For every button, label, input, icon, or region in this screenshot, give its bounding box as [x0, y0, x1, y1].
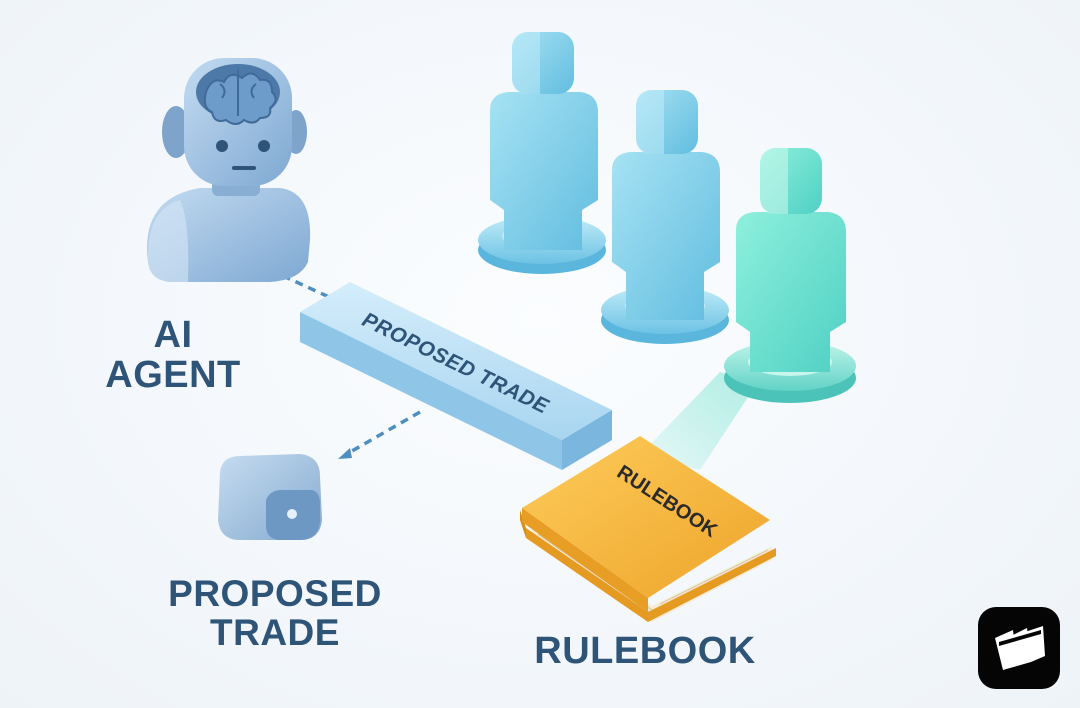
connector-trade-to-device	[338, 412, 420, 459]
human-figure-icon	[724, 148, 856, 403]
logo-mark-icon	[991, 622, 1047, 674]
robot-agent-icon	[147, 58, 310, 282]
human-figure-icon	[478, 32, 606, 274]
proposed-trade-bar: PROPOSED TRADE	[300, 282, 612, 470]
human-figure-icon	[601, 90, 729, 344]
ai-agent-label-line2: AGENT	[88, 356, 258, 396]
trade-device-icon	[218, 454, 322, 540]
ai-agent-label-line1: AI	[88, 316, 258, 356]
brand-logo-icon	[978, 607, 1060, 689]
proposed-trade-label-line2: TRADE	[150, 614, 400, 653]
proposed-trade-label: PROPOSED TRADE	[150, 575, 400, 653]
proposed-trade-label-line1: PROPOSED	[150, 575, 400, 614]
rulebook-label: RULEBOOK	[520, 632, 770, 672]
ai-agent-label: AI AGENT	[88, 316, 258, 396]
